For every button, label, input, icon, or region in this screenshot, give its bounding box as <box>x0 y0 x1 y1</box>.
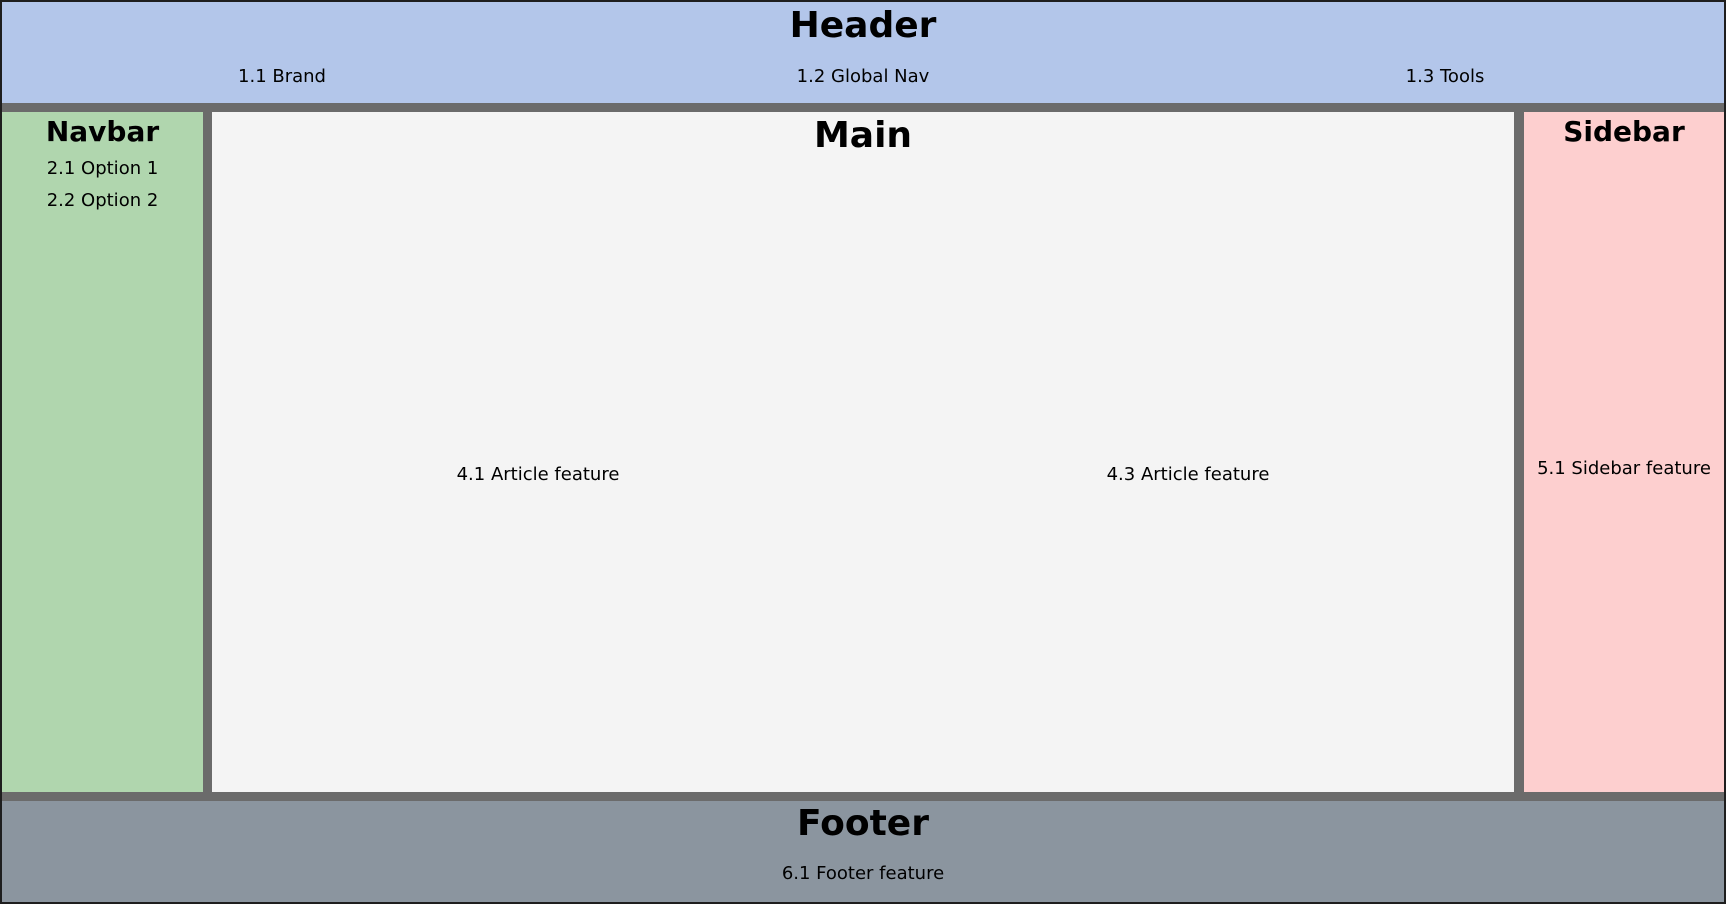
footer-feature: 6.1 Footer feature <box>781 863 945 884</box>
main-article-feature-1: 4.1 Article feature <box>456 464 620 485</box>
main-title: Main <box>813 115 913 156</box>
header-brand[interactable]: 1.1 Brand <box>238 66 326 87</box>
sidebar-title: Sidebar <box>1563 115 1685 148</box>
navbar-region: Navbar 2.1 Option 1 2.2 Option 2 <box>2 112 203 792</box>
navbar-item-option-2[interactable]: 2.2 Option 2 <box>46 190 159 211</box>
navbar-list: 2.1 Option 1 2.2 Option 2 <box>2 158 203 222</box>
header-title: Header <box>789 5 937 46</box>
header-global-nav[interactable]: 1.2 Global Nav <box>796 66 930 87</box>
header-region: Header 1.1 Brand 1.2 Global Nav 1.3 Tool… <box>2 2 1724 103</box>
sidebar-region: Sidebar 5.1 Sidebar feature <box>1524 112 1724 792</box>
header-tools[interactable]: 1.3 Tools <box>1405 66 1485 87</box>
navbar-title: Navbar <box>45 115 160 148</box>
footer-region: Footer 6.1 Footer feature <box>2 801 1724 902</box>
main-article-feature-3: 4.3 Article feature <box>1106 464 1270 485</box>
sidebar-feature: 5.1 Sidebar feature <box>1537 458 1711 479</box>
main-region: Main 4.1 Article feature 4.3 Article fea… <box>212 112 1514 792</box>
navbar-item-option-1[interactable]: 2.1 Option 1 <box>46 158 159 179</box>
footer-title: Footer <box>797 803 929 844</box>
